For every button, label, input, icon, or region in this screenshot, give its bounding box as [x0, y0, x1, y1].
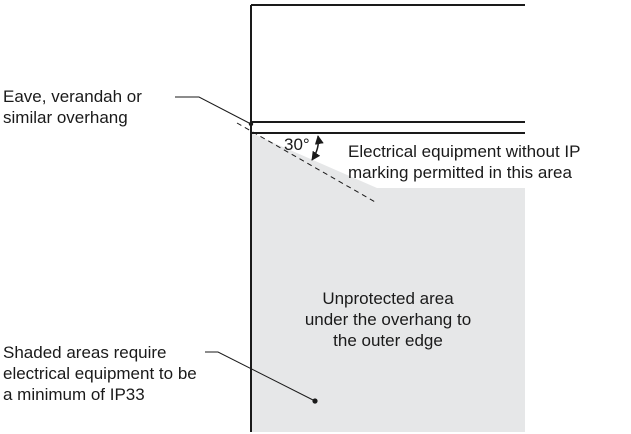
shaded-note-leader [205, 351, 316, 402]
shaded-note-label: Shaded areas require electrical equipmen… [3, 343, 197, 404]
overhang-label: Eave, verandah or similar overhang [3, 87, 142, 127]
unprotected-area-label: Unprotected area under the overhang to t… [304, 289, 472, 350]
angle-label: 30° [284, 135, 310, 154]
overhang-leader [175, 96, 252, 125]
angle-arc-arrow [311, 135, 324, 161]
shaded-note-leader-dot [312, 398, 318, 404]
permitted-area-label: Electrical equipment without IP marking … [348, 142, 581, 182]
shaded-area [251, 133, 525, 432]
overhang-leader-dot [248, 121, 254, 127]
